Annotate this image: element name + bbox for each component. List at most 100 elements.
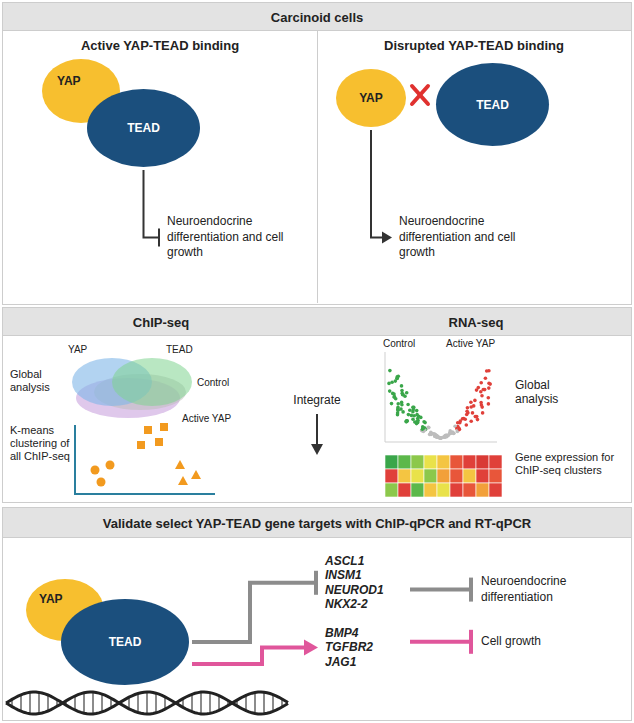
text-label: NKX2-2 xyxy=(321,597,406,611)
dna-rung xyxy=(20,695,22,711)
point xyxy=(438,436,442,440)
point xyxy=(393,395,397,399)
text-label: TEAD xyxy=(127,121,160,135)
annotation-label: Active YAP xyxy=(182,413,231,425)
dna-rung xyxy=(218,696,220,711)
point xyxy=(452,432,456,436)
text-label: Active YAP-TEAD binding xyxy=(3,30,317,53)
annotation-label: YAP xyxy=(68,344,87,356)
point xyxy=(407,413,411,417)
text-label: Neuroendocrine differentiation and cell … xyxy=(163,212,293,263)
point xyxy=(487,386,491,390)
point xyxy=(427,425,431,429)
point xyxy=(474,415,478,419)
annotation-label: Gene expression for ChIP-seq clusters xyxy=(515,451,620,477)
annotation-label: Control xyxy=(197,377,229,389)
outcome-text: Neuroendocrine differentiation and cell … xyxy=(163,212,293,263)
arrow-head xyxy=(304,640,318,656)
dna-rung xyxy=(47,695,49,711)
point xyxy=(463,417,467,421)
point xyxy=(155,438,163,446)
point xyxy=(435,435,439,439)
cluster-points xyxy=(91,423,202,487)
heatmap-cell xyxy=(463,483,476,497)
point xyxy=(401,410,405,414)
point xyxy=(476,418,480,422)
heatmap-cell xyxy=(450,469,463,483)
connector-line xyxy=(410,640,469,644)
text-label: Disrupted YAP-TEAD binding xyxy=(318,30,630,53)
point xyxy=(405,420,409,424)
tead-protein: TEAD xyxy=(86,88,201,168)
text-label: TEAD xyxy=(109,635,142,649)
condition-panel: Active YAP-TEAD bindingYAPTEADNeuroendoc… xyxy=(3,30,317,303)
point xyxy=(446,434,450,438)
outcome-text: Neuroendocrine differentiation and cell … xyxy=(395,212,525,263)
heatmap-cell xyxy=(411,483,424,497)
point xyxy=(404,420,408,424)
annotation-label: Global analysis xyxy=(10,368,68,394)
point xyxy=(432,432,436,436)
point xyxy=(428,433,432,437)
point xyxy=(175,460,185,469)
point xyxy=(191,470,201,479)
point xyxy=(458,427,462,431)
inhibition-bar xyxy=(314,571,318,595)
heatmap-cell xyxy=(424,469,437,483)
point xyxy=(396,409,400,413)
volcano-points xyxy=(387,369,492,440)
heatmap-cell xyxy=(437,469,450,483)
connector-line xyxy=(192,648,305,664)
header-bar: Carcinoid cells xyxy=(3,3,631,31)
point xyxy=(479,390,483,394)
point xyxy=(465,409,469,413)
point xyxy=(465,413,469,417)
point xyxy=(487,369,491,373)
protein-outline xyxy=(61,599,189,685)
header-bar: Validate select YAP-TEAD gene targets wi… xyxy=(3,508,631,538)
dna-rung xyxy=(272,695,274,712)
heatmap-cell xyxy=(489,483,502,497)
point xyxy=(406,403,410,407)
point xyxy=(387,382,391,386)
point xyxy=(401,393,405,397)
red-cross xyxy=(412,86,428,104)
volcano-plot xyxy=(385,352,497,442)
point xyxy=(405,391,409,395)
text-label: BMP4 xyxy=(321,626,406,640)
point xyxy=(443,435,447,439)
text-label: Cell growth xyxy=(477,632,587,652)
point xyxy=(466,406,470,410)
point xyxy=(422,420,426,424)
dna-rung xyxy=(92,692,94,714)
plot-axes xyxy=(75,425,215,494)
heatmap-cell xyxy=(424,483,437,497)
kmeans-plot xyxy=(75,423,215,494)
dna-rung xyxy=(263,692,265,714)
text-label: Carcinoid cells xyxy=(271,9,363,24)
annotation-label: K-means clustering of all ChIP-seq xyxy=(10,424,72,464)
heatmap-cell xyxy=(476,469,489,483)
point xyxy=(400,403,404,407)
point xyxy=(160,423,168,431)
point xyxy=(487,402,491,406)
text-label: Neuroendocrine differentiation and cell … xyxy=(395,212,525,263)
point xyxy=(106,461,115,470)
heatmap-cell xyxy=(476,455,489,469)
point xyxy=(423,421,427,425)
point xyxy=(413,420,417,424)
annotation-label: Integrate xyxy=(282,393,352,407)
dna-strand xyxy=(6,692,288,714)
dna-rung xyxy=(146,692,148,714)
plot-axes xyxy=(385,352,497,442)
connector xyxy=(371,130,392,243)
connector xyxy=(192,571,316,642)
point xyxy=(452,432,456,436)
inhibition-bar xyxy=(469,630,473,654)
point xyxy=(419,416,423,420)
point xyxy=(469,419,473,423)
heatmap-cell xyxy=(385,483,398,497)
point xyxy=(405,419,409,423)
point xyxy=(388,369,392,373)
